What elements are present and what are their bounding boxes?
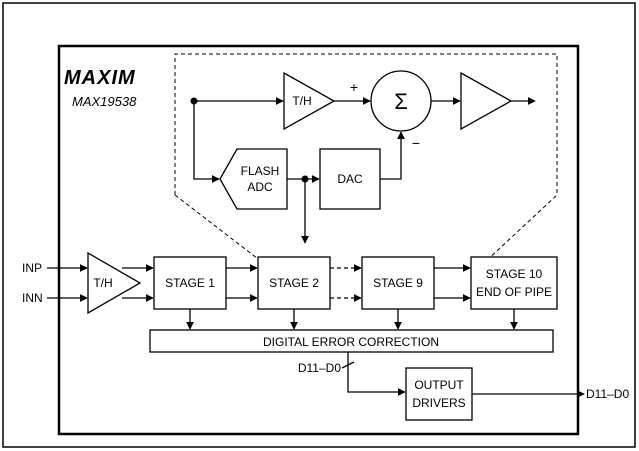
stage-detail-callout (174, 53, 558, 263)
output-drivers-label-1: OUTPUT (414, 378, 464, 392)
front-th-amp (87, 251, 142, 315)
stage-10-label-1: STAGE 10 (486, 267, 543, 281)
stage-10-block (470, 256, 558, 310)
maxim-logo: MAXIM (64, 67, 136, 89)
residue-amp (460, 71, 513, 131)
internal-bus-label: D11–D0 (298, 361, 341, 375)
flash-label-1: FLASH (241, 164, 280, 178)
output-drivers-label-2: DRIVERS (412, 396, 465, 410)
output-drivers-block (405, 367, 473, 421)
sigma-symbol: Σ (394, 89, 408, 114)
wire-dec-out (347, 352, 406, 396)
dac-label: DAC (337, 172, 363, 186)
error-correction-label: DIGITAL ERROR CORRECTION (263, 335, 439, 349)
minus-sign: − (412, 135, 420, 151)
wire-to-flash (193, 101, 220, 183)
stage-10-label-2: END OF PIPE (476, 285, 552, 299)
plus-sign: + (350, 79, 358, 95)
bus-slash (341, 361, 355, 369)
inn-label: INN (22, 291, 43, 305)
flash-adc-block (219, 148, 288, 210)
chip-boundary (57, 44, 580, 436)
part-number: MAX19538 (72, 94, 137, 109)
stage-9-block (361, 256, 435, 310)
flash-label-2: ADC (247, 180, 273, 194)
inp-label: INP (22, 261, 42, 275)
front-th-label: T/H (93, 276, 112, 290)
stage-1-label: STAGE 1 (165, 276, 215, 290)
error-correction-block (149, 329, 554, 353)
detail-th-label: T/H (292, 94, 311, 108)
stage-9-label: STAGE 9 (373, 276, 423, 290)
detail-th-amp (283, 71, 336, 131)
output-bus-label: D11–D0 (586, 387, 629, 401)
wire-dac-sum (380, 131, 405, 180)
stage-1-block (153, 256, 227, 310)
stage-2-label: STAGE 2 (269, 276, 319, 290)
